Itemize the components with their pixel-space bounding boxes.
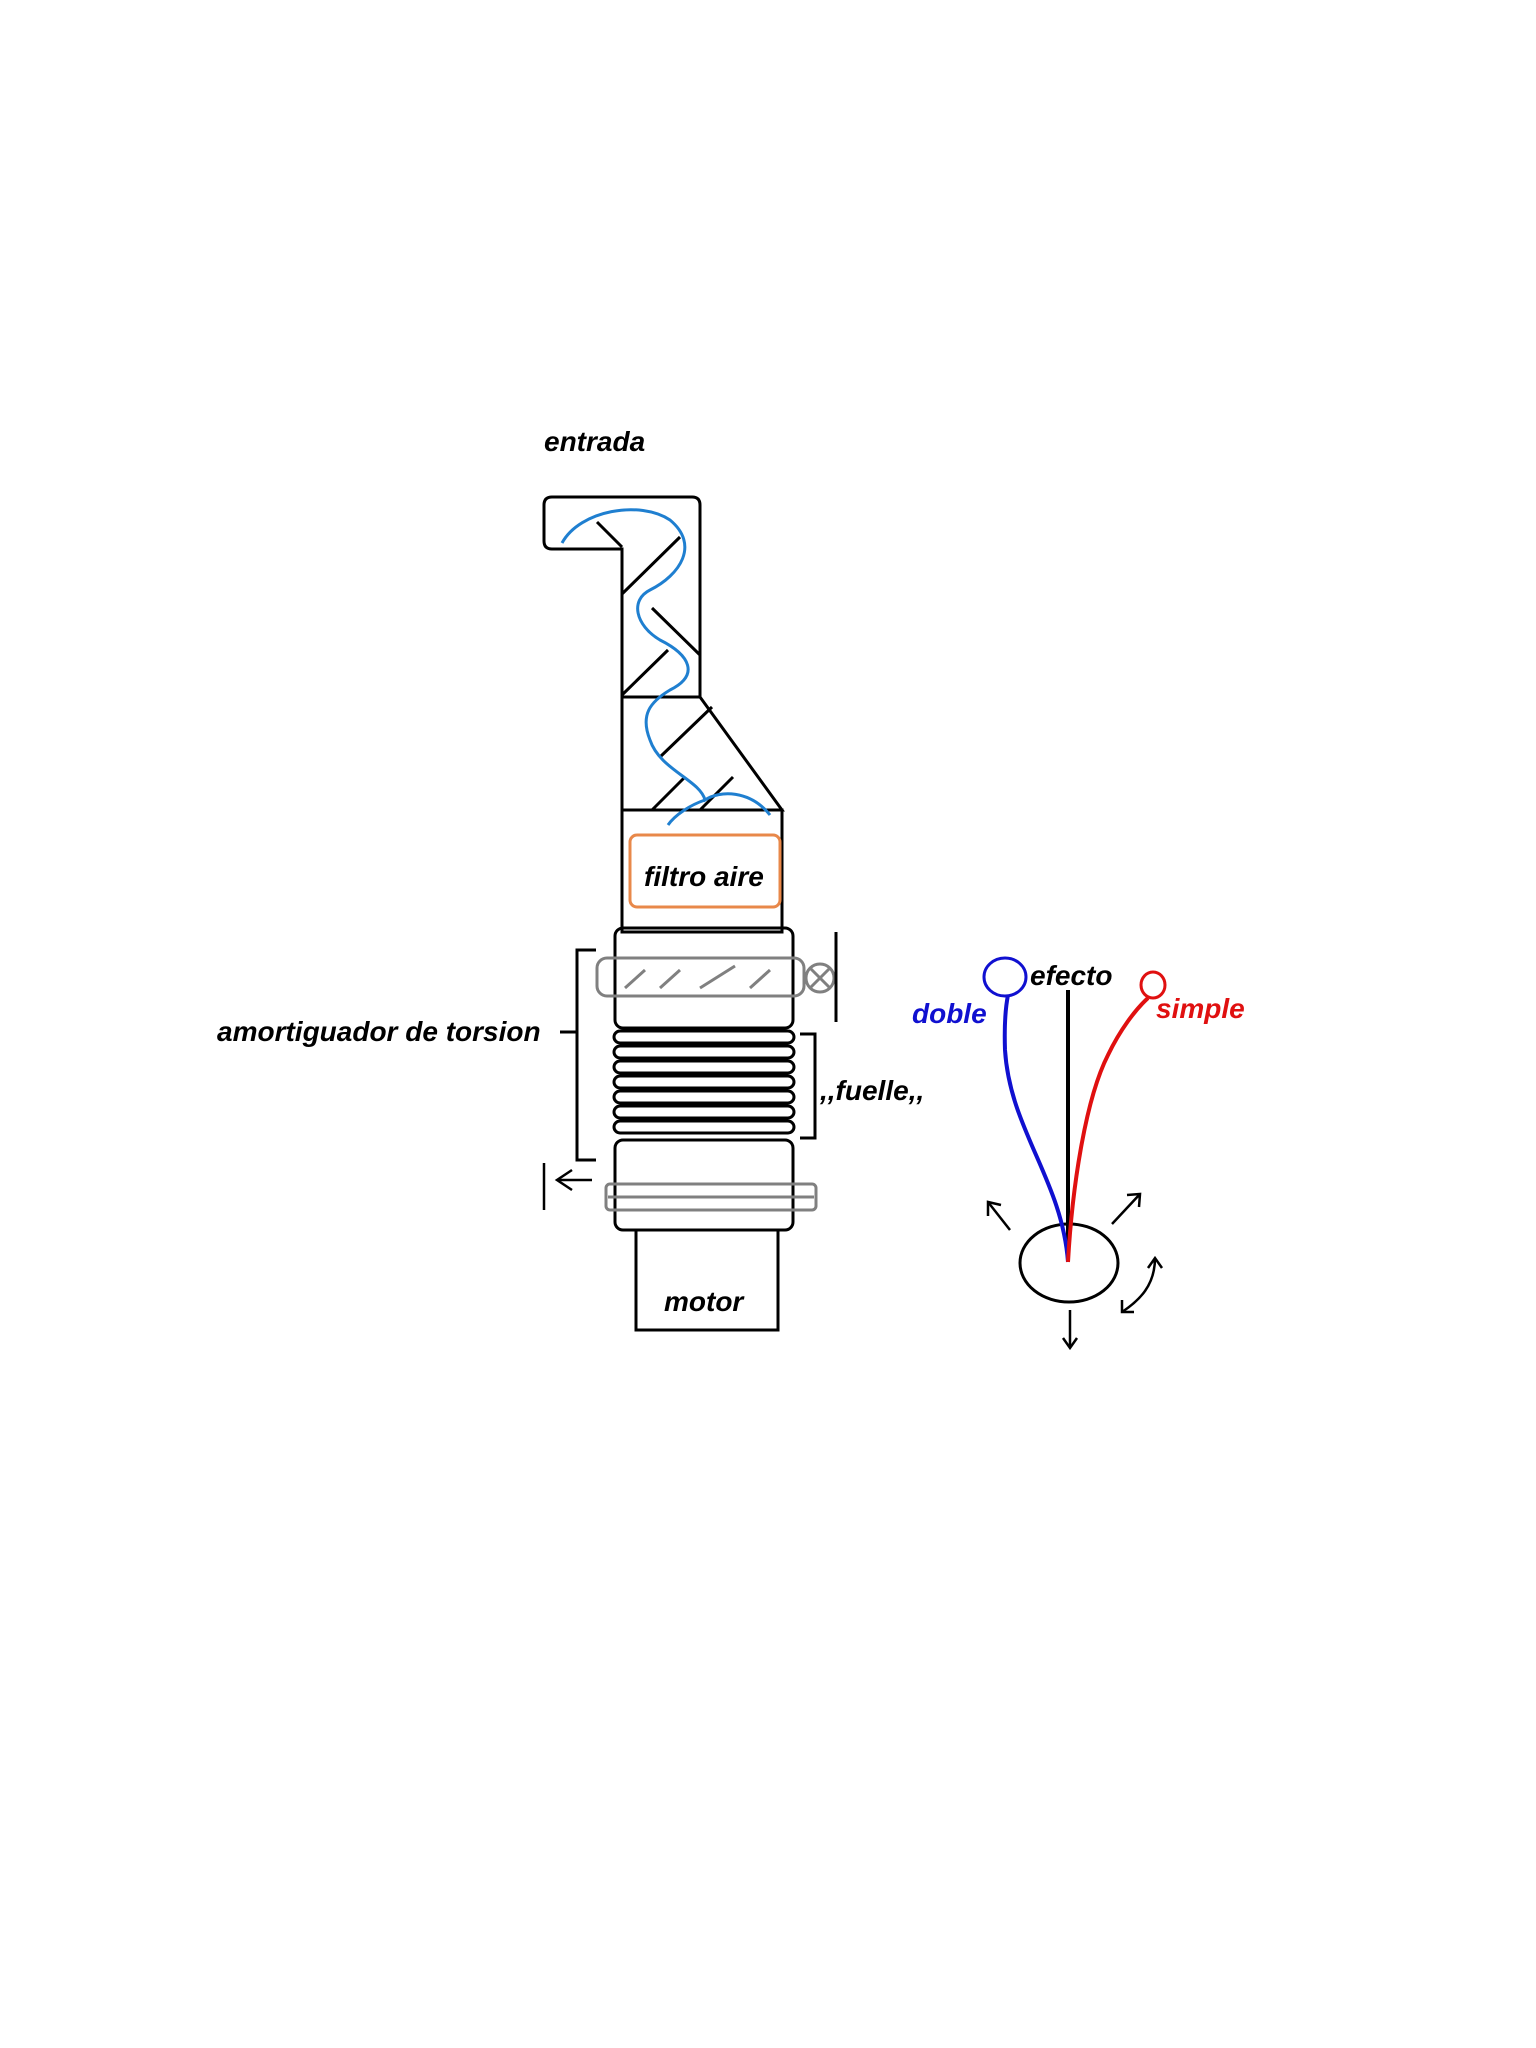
motor-block bbox=[634, 1228, 780, 1332]
label-motor: motor bbox=[664, 1286, 745, 1317]
baffle bbox=[595, 520, 624, 549]
bellows-bracket bbox=[800, 1032, 817, 1140]
bellows-rib bbox=[612, 1074, 796, 1090]
arrow-up-right-icon bbox=[1111, 1192, 1142, 1225]
label-entrada: entrada bbox=[544, 426, 645, 457]
intake-duct bbox=[542, 495, 785, 934]
air-flow-line bbox=[560, 508, 772, 826]
effect-diagram bbox=[982, 956, 1167, 1351]
simple-curve bbox=[1066, 996, 1150, 1263]
label-doble: doble bbox=[912, 998, 987, 1029]
lower-hose-clamp bbox=[604, 1182, 818, 1212]
baffle bbox=[650, 775, 687, 812]
doble-curve bbox=[1002, 994, 1070, 1263]
air-filter bbox=[628, 833, 782, 909]
baffle bbox=[658, 705, 714, 759]
label-fuelle: ,,fuelle,, bbox=[819, 1075, 924, 1106]
baffle bbox=[620, 648, 670, 697]
duct-inlet-elbow bbox=[542, 495, 702, 699]
left-arrow-icon bbox=[542, 1163, 592, 1210]
doble-circle bbox=[982, 956, 1028, 998]
label-filtro-aire: filtro aire bbox=[644, 861, 764, 892]
baffle bbox=[620, 535, 682, 596]
clamp-screw-icon bbox=[804, 962, 836, 994]
label-amortiguador: amortiguador de torsion bbox=[217, 1016, 541, 1047]
bellows-rib bbox=[612, 1089, 796, 1105]
simple-circle bbox=[1139, 970, 1167, 1000]
bellows-rib bbox=[612, 1044, 796, 1060]
bellows-rib bbox=[612, 1059, 796, 1075]
damper-bracket bbox=[560, 948, 596, 1162]
bellows-rib bbox=[612, 1029, 796, 1045]
label-efecto: efecto bbox=[1030, 960, 1112, 991]
baffle bbox=[650, 606, 702, 657]
upper-coupling bbox=[613, 926, 795, 1030]
bellows-rib bbox=[612, 1104, 796, 1120]
arrow-down-icon bbox=[1061, 1310, 1079, 1351]
bellows-rib bbox=[612, 1119, 796, 1135]
arrow-up-left-icon bbox=[986, 1200, 1011, 1231]
label-simple: simple bbox=[1156, 993, 1245, 1024]
upper-hose-clamp bbox=[595, 956, 836, 998]
rotation-arrow-icon bbox=[1120, 1255, 1164, 1314]
